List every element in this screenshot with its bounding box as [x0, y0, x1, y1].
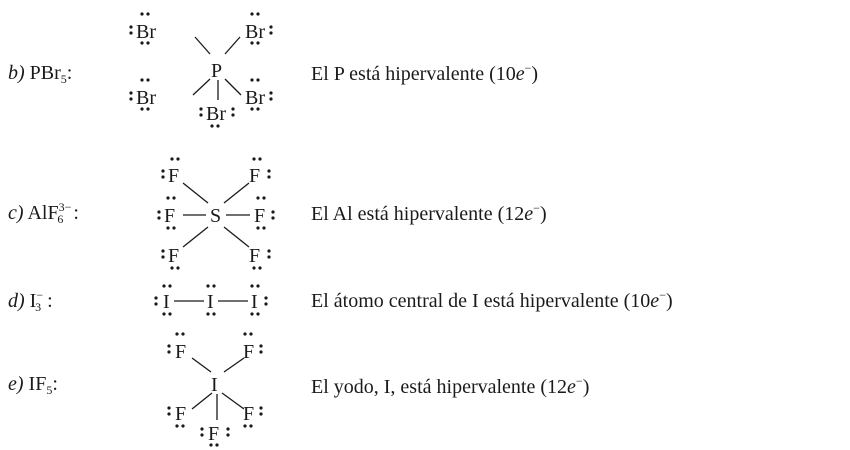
bond	[223, 182, 250, 204]
ligand-br-bottom-center: Br	[206, 103, 226, 125]
formula-label-if5: e) IF5:	[8, 373, 58, 397]
bond	[192, 78, 211, 96]
ligand-i-right: I	[251, 291, 258, 313]
lone-pairs-pbr5	[129, 12, 273, 128]
bond	[191, 357, 212, 373]
ligand-br-bottom-right: Br	[245, 87, 265, 109]
ligand-f-top-right: F	[249, 165, 260, 187]
ligand-f-top-left: F	[168, 165, 179, 187]
bond	[221, 392, 245, 410]
bond	[224, 78, 242, 96]
lone-pairs-alf6	[157, 157, 275, 270]
bond	[224, 36, 241, 55]
ligand-f-bottom-right: F	[243, 403, 254, 425]
ligand-i-left: I	[163, 291, 170, 313]
bond	[182, 182, 209, 204]
ligand-br-top-right: Br	[245, 21, 265, 43]
ligand-f-bottom-right: F	[249, 245, 260, 267]
lone-pairs-i3	[154, 284, 268, 316]
ligand-f-left: F	[164, 205, 175, 227]
ligand-f-top-left: F	[175, 341, 186, 363]
ligand-f-bottom-left: F	[175, 403, 186, 425]
statement-pbr5: El P está hipervalente (10e−)	[311, 61, 539, 85]
bond	[191, 392, 213, 410]
bond	[194, 36, 211, 55]
bond	[223, 357, 245, 373]
formula-label-i3: d) I−3:	[8, 288, 53, 314]
ligand-br-top-left: Br	[136, 21, 156, 43]
lone-pairs-if5	[167, 332, 263, 447]
ligand-f-right: F	[254, 205, 265, 227]
ligand-f-bottom-center: F	[208, 423, 219, 445]
ligand-br-bottom-left: Br	[136, 87, 156, 109]
ligand-f-top-right: F	[243, 341, 254, 363]
statement-alf6: El Al está hipervalente (12e−)	[311, 201, 547, 225]
statement-i3: El átomo central de I está hipervalente …	[311, 288, 673, 312]
central-atom-i: I	[207, 291, 214, 313]
statement-if5: El yodo, I, está hipervalente (12e−)	[311, 374, 590, 398]
central-atom-s: S	[210, 205, 221, 227]
bond	[182, 226, 209, 248]
ligand-f-bottom-left: F	[168, 245, 179, 267]
bond	[223, 226, 250, 248]
formula-label-pbr5: b) PBr5:	[8, 62, 73, 86]
formula-label-alf6: c) AlF3−6:	[8, 200, 79, 226]
central-atom-i: I	[211, 374, 218, 396]
central-atom-p: P	[211, 60, 222, 82]
